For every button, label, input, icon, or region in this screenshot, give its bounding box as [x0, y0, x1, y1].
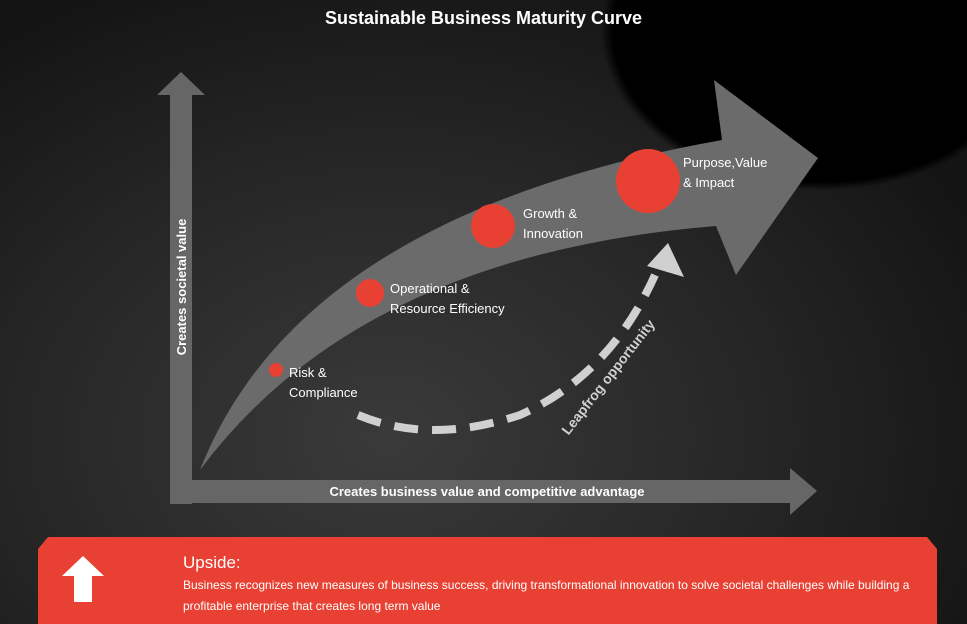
stage-label-purpose: Purpose,Value& Impact	[683, 155, 767, 190]
x-axis-arrow	[170, 468, 817, 515]
banner-title: Upside:	[183, 553, 241, 572]
y-axis-label: Creates societal value	[174, 219, 189, 356]
leapfrog-label: Leapfrog opportunity	[558, 316, 658, 438]
upside-banner: Upside: Business recognizes new measures…	[38, 537, 937, 624]
leapfrog-arrowhead	[647, 243, 684, 277]
stage-dot-growth	[471, 204, 515, 248]
stage-dot-operational	[356, 279, 384, 307]
maturity-curve-arrow	[200, 80, 818, 470]
up-arrow-icon	[62, 556, 104, 602]
stage-dot-purpose	[616, 149, 680, 213]
x-axis-label: Creates business value and competitive a…	[329, 484, 644, 499]
banner-text: Business recognizes new measures of busi…	[183, 578, 910, 613]
page-title: Sustainable Business Maturity Curve	[324, 8, 643, 28]
stage-label-operational: Operational &Resource Efficiency	[390, 281, 505, 316]
stage-dot-risk	[269, 363, 283, 377]
leapfrog-dashed-arrow	[356, 273, 659, 434]
y-axis-arrow	[157, 72, 205, 504]
stage-label-growth: Growth &Innovation	[523, 206, 583, 241]
stage-label-risk: Risk &Compliance	[289, 365, 358, 400]
